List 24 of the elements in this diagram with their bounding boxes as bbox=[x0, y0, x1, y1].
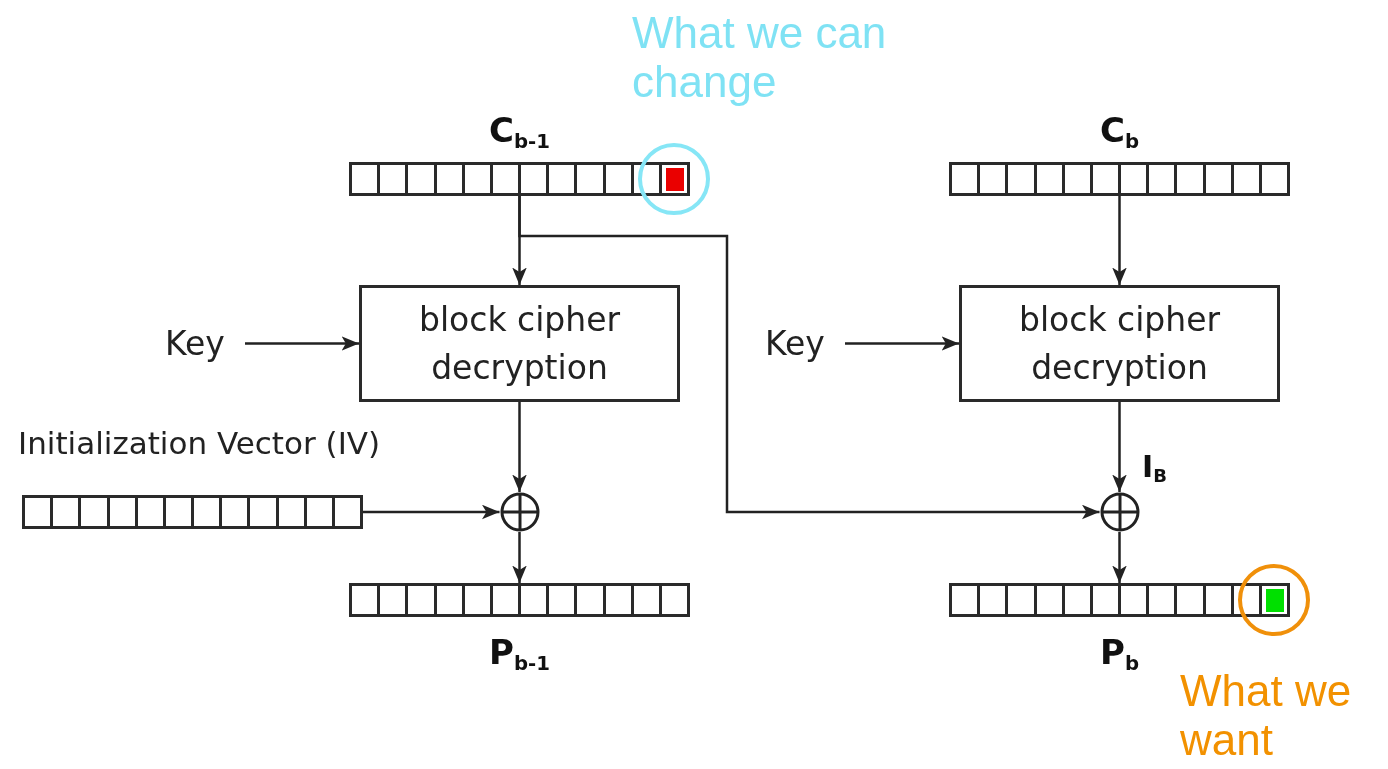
register-label: C$_{b}$ bbox=[1099, 110, 1140, 153]
arrow bbox=[512, 402, 527, 492]
process-box bbox=[959, 285, 1280, 402]
annotation-text: What we can change bbox=[632, 8, 888, 107]
annotation-text: What we want bbox=[1180, 666, 1353, 765]
arrow bbox=[1112, 532, 1127, 583]
register-label: C$_{b-1}$ bbox=[489, 110, 550, 153]
xor-symbol bbox=[1099, 492, 1140, 532]
arrow bbox=[845, 336, 959, 351]
arrow bbox=[1112, 402, 1127, 492]
register-label: P$_{b-1}$ bbox=[489, 632, 550, 675]
process-box bbox=[359, 285, 680, 402]
arrow bbox=[245, 336, 359, 351]
register-label: P$_{b}$ bbox=[1100, 632, 1139, 675]
arrow bbox=[1112, 196, 1127, 285]
register-label: Initialization Vector (IV) bbox=[18, 425, 381, 461]
arrow bbox=[512, 532, 527, 583]
input-label: Key bbox=[765, 320, 845, 367]
box-text: block cipher decryption bbox=[417, 298, 622, 389]
arrow bbox=[518, 196, 1100, 520]
xor-symbol bbox=[499, 492, 540, 532]
box-text: block cipher decryption bbox=[1017, 298, 1222, 389]
arrow bbox=[363, 504, 500, 520]
input-label: Key bbox=[165, 320, 245, 367]
